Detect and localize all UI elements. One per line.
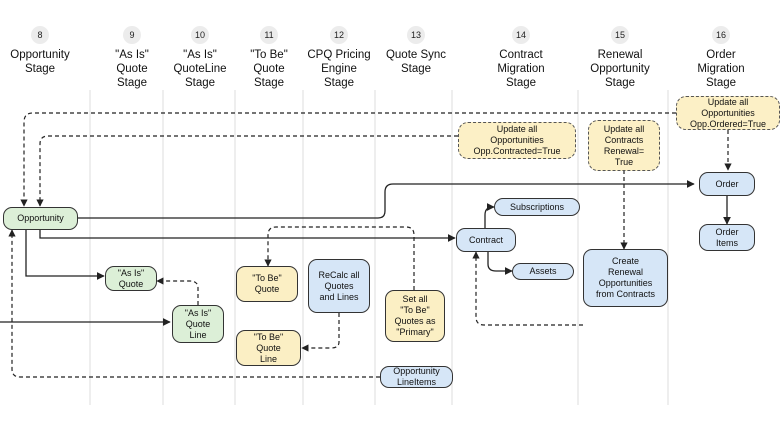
node-to-be-quote-line: "To Be" Quote Line <box>236 330 301 366</box>
node-order: Order <box>699 172 755 196</box>
node-contract: Contract <box>456 228 516 252</box>
node-order-items: Order Items <box>699 224 755 251</box>
stage-number: 12 <box>330 26 348 44</box>
node-opportunity: Opportunity <box>3 207 78 230</box>
stage-number: 11 <box>260 26 278 44</box>
arrow-recalc-to-to-be-quote-line <box>301 313 340 352</box>
node-assets: Assets <box>512 263 574 280</box>
stage-title: "To Be" Quote Stage <box>250 49 288 89</box>
node-recalc-quotes: ReCalc all Quotes and Lines <box>308 259 370 313</box>
node-as-is-quote: "As Is" Quote <box>105 266 157 291</box>
stage-title: Opportunity Stage <box>10 49 70 75</box>
arrow-opportunity-to-as-is-quote <box>25 230 105 280</box>
stage-title: Order Migration Stage <box>697 49 745 89</box>
node-as-is-quote-line: "As Is" Quote Line <box>172 305 224 343</box>
node-opportunity-lineitems: Opportunity LineItems <box>380 366 453 388</box>
stage-number: 9 <box>123 26 141 44</box>
stage-title: CPQ Pricing Engine Stage <box>307 49 371 89</box>
node-set-primary: Set all "To Be" Quotes as "Primary" <box>385 290 445 342</box>
note-opp-contracted: Update all Opportunities Opp.Contracted=… <box>458 122 576 159</box>
stage-title: Contract Migration Stage <box>497 49 545 89</box>
stage-number: 15 <box>611 26 629 44</box>
arrow-as-is-quote-line-to-as-is-quote <box>156 277 199 305</box>
arrow-contract-to-assets <box>487 251 513 275</box>
stage-number: 16 <box>712 26 730 44</box>
node-subscriptions: Subscriptions <box>494 198 580 216</box>
stage-title: Renewal Opportunity Stage <box>590 49 650 89</box>
arrow-renewal-opps-to-contract <box>472 251 583 326</box>
note-contract-renewal: Update all Contracts Renewal= True <box>588 120 660 171</box>
arrow-set-primary-to-to-be-quote <box>264 226 415 290</box>
stage-number: 8 <box>31 26 49 44</box>
note-opp-ordered: Update all Opportunities Opp.Ordered=Tru… <box>676 96 780 130</box>
arrow-opportunity-to-order <box>78 180 695 219</box>
node-renewal-opportunities: Create Renewal Opportunities from Contra… <box>583 249 668 307</box>
stage-number: 14 <box>512 26 530 44</box>
arrow-opportunity-to-contract <box>39 229 456 242</box>
node-to-be-quote: "To Be" Quote <box>236 266 298 302</box>
stage-title: "As Is" QuoteLine Stage <box>173 49 227 89</box>
stage-title: Quote Sync Stage <box>385 49 447 75</box>
column-separators <box>89 90 669 405</box>
stage-number: 13 <box>407 26 425 44</box>
arrow-lineitems-to-opportunity <box>8 229 380 378</box>
stage-title: "As Is" Quote Stage <box>115 49 149 89</box>
arrow-contracted-note-to-opportunity <box>36 135 458 207</box>
stage-number: 10 <box>191 26 209 44</box>
arrow-contract-to-subscriptions <box>484 203 495 228</box>
